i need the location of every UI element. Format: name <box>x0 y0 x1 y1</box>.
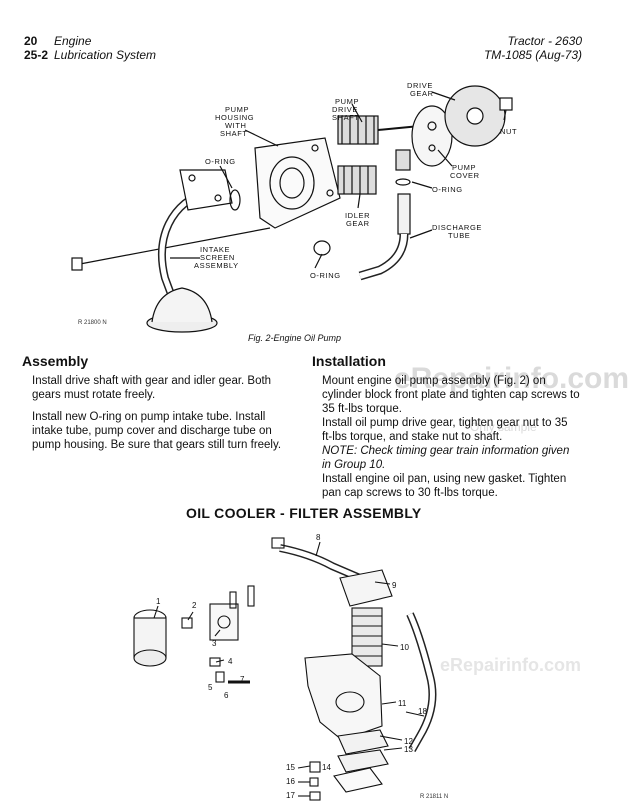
svg-text:ASSEMBLY: ASSEMBLY <box>194 261 239 270</box>
svg-text:PUMP: PUMP <box>225 105 249 114</box>
callout-12: 12 <box>404 737 413 746</box>
callout-8: 8 <box>316 533 321 542</box>
callout-7: 7 <box>240 675 245 684</box>
installation-section: Installation Mount engine oil pump assem… <box>312 354 580 500</box>
svg-text:SHAFT: SHAFT <box>220 129 248 138</box>
nut-label: NUT <box>500 127 517 136</box>
figure2-ref: R 21811 N <box>420 794 448 800</box>
watermark: eRepairinfo.com <box>394 362 630 395</box>
oil-cooler-title: OIL COOLER - FILTER ASSEMBLY <box>186 505 422 521</box>
pump-housing-label: PUMP HOUSING WITH SHAFT <box>215 105 254 138</box>
installation-note: NOTE: Check timing gear train informatio… <box>322 445 570 471</box>
svg-text:COVER: COVER <box>450 171 480 180</box>
page-header-left: 20 Engine 25-2 Lubrication System <box>24 34 156 62</box>
svg-text:GEAR: GEAR <box>346 219 370 228</box>
pump-drive-shaft-label: PUMP DRIVE SHAFT <box>332 97 360 122</box>
callout-15: 15 <box>286 763 295 772</box>
assembly-heading: Assembly <box>22 353 89 369</box>
cap-screw <box>79 227 271 265</box>
header-manual-id: TM-1085 (Aug-73) <box>483 48 582 62</box>
o-ring-right-label: O-RING <box>432 185 463 194</box>
assembly-paragraph-1: Install drive shaft with gear and idler … <box>32 375 272 401</box>
callout-10: 10 <box>400 643 409 652</box>
intake-screen-label: INTAKE SCREEN ASSEMBLY <box>194 245 239 270</box>
callout-1: 1 <box>156 597 161 606</box>
svg-text:HOUSING: HOUSING <box>215 113 254 122</box>
callout-5: 5 <box>208 683 213 692</box>
svg-text:TUBE: TUBE <box>448 231 470 240</box>
page-header-right: Tractor - 2630 TM-1085 (Aug-73) <box>484 34 582 62</box>
drive-gear-label: DRIVE GEAR <box>407 81 434 98</box>
page-number: 20 <box>24 34 38 48</box>
watermark-sub: Only sample <box>470 420 537 434</box>
header-section: Engine <box>54 34 92 48</box>
callout-4: 4 <box>228 657 233 666</box>
section-number: 25-2 <box>24 48 49 62</box>
figure1-ref: R 21800 N <box>78 320 107 326</box>
svg-text:DISCHARGE: DISCHARGE <box>432 223 482 232</box>
oil-cooler-filter-diagram: 1 2 3 4 5 6 7 8 9 10 11 12 13 14 15 16 1… <box>133 533 448 801</box>
idler-gear-label: IDLER GEAR <box>345 211 370 228</box>
assembly-paragraph-2: Install new O-ring on pump intake tube. … <box>32 411 282 451</box>
callout-13: 13 <box>404 745 413 754</box>
callout-3: 3 <box>212 639 217 648</box>
callout-6: 6 <box>224 691 229 700</box>
watermark-lower: eRepairinfo.com <box>440 655 582 675</box>
discharge-tube-label: DISCHARGE TUBE <box>432 223 482 240</box>
header-model: Tractor - 2630 <box>507 34 582 48</box>
header-subsection: Lubrication System <box>54 48 157 62</box>
callout-14: 14 <box>322 763 331 772</box>
o-ring-bottom-label: O-RING <box>310 271 341 280</box>
svg-text:DRIVE: DRIVE <box>407 81 433 90</box>
svg-text:IDLER: IDLER <box>345 211 370 220</box>
callout-18: 18 <box>418 707 427 716</box>
callout-11: 11 <box>398 699 407 708</box>
svg-text:DRIVE: DRIVE <box>332 105 358 114</box>
svg-text:PUMP: PUMP <box>335 97 359 106</box>
svg-text:SCREEN: SCREEN <box>200 253 235 262</box>
svg-text:GEAR: GEAR <box>410 89 434 98</box>
assembly-section: Assembly Install drive shaft with gear a… <box>22 354 284 460</box>
svg-text:INTAKE: INTAKE <box>200 245 230 254</box>
installation-paragraph-3: Install engine oil pan, using new gasket… <box>322 473 567 499</box>
oil-pump-exploded-diagram: PUMP HOUSING WITH SHAFT PUMP DRIVE SHAFT… <box>71 81 517 333</box>
svg-text:SHAFT: SHAFT <box>332 113 360 122</box>
callout-16: 16 <box>286 777 295 786</box>
figure1-caption: Fig. 2-Engine Oil Pump <box>248 333 342 343</box>
callout-9: 9 <box>392 581 397 590</box>
o-ring-left-label: O-RING <box>205 157 236 166</box>
installation-paragraph-1: Mount engine oil pump assembly (Fig. 2) … <box>322 375 580 415</box>
installation-heading: Installation <box>312 353 386 369</box>
installation-paragraph-2: Install oil pump drive gear, tighten gea… <box>322 417 568 443</box>
svg-text:WITH: WITH <box>225 121 247 130</box>
pump-cover-label: PUMP COVER <box>450 163 480 180</box>
svg-text:PUMP: PUMP <box>452 163 476 172</box>
callout-17: 17 <box>286 791 295 800</box>
callout-2: 2 <box>192 601 197 610</box>
